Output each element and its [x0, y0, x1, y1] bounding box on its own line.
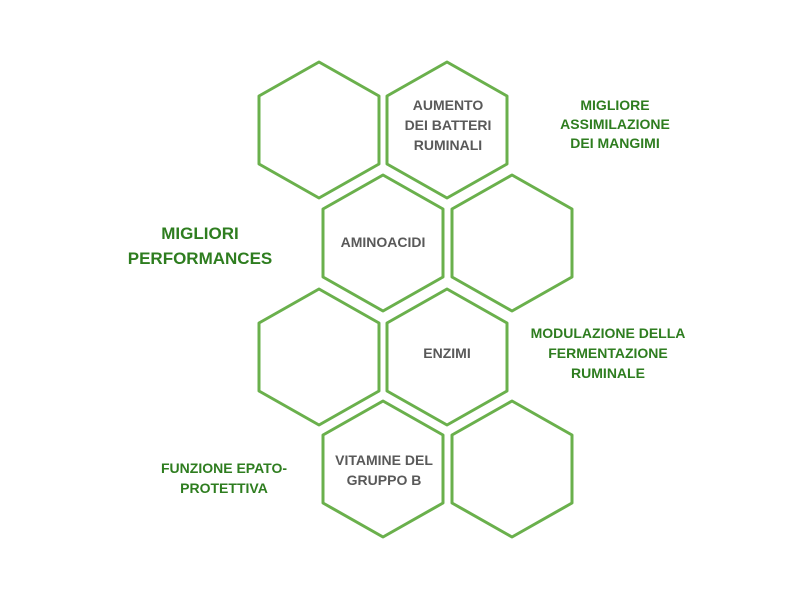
hex-r1-left: [257, 60, 381, 200]
hex-r1-right: [385, 60, 509, 200]
hex-label-vitamine: VITAMINE DEL GRUPPO B: [335, 452, 433, 488]
hex-label-enzimi: ENZIMI: [423, 345, 471, 361]
hex-r3-left: [257, 287, 381, 427]
hex-r3-right: [385, 287, 509, 427]
hex-r2-right: [450, 173, 574, 313]
hex-label-batteri: AUMENTO DEI BATTERI RUMINALI: [404, 97, 492, 153]
hex-label-aminoacidi: AMINOACIDI: [340, 234, 426, 250]
label-modulazione-fermentazione: MODULAZIONE DELLA FERMENTAZIONE RUMINALE: [530, 325, 686, 381]
label-funzione-epato: FUNZIONE EPATO- PROTETTIVA: [161, 460, 287, 496]
label-migliore-assimilazione: MIGLIORE ASSIMILAZIONE DEI MANGIMI: [560, 96, 670, 151]
label-migliori-performances: MIGLIORI PERFORMANCES: [127, 224, 273, 268]
hex-r2-left: [321, 173, 445, 313]
hex-r4-left: [321, 399, 445, 539]
hex-r4-right: [450, 399, 574, 539]
